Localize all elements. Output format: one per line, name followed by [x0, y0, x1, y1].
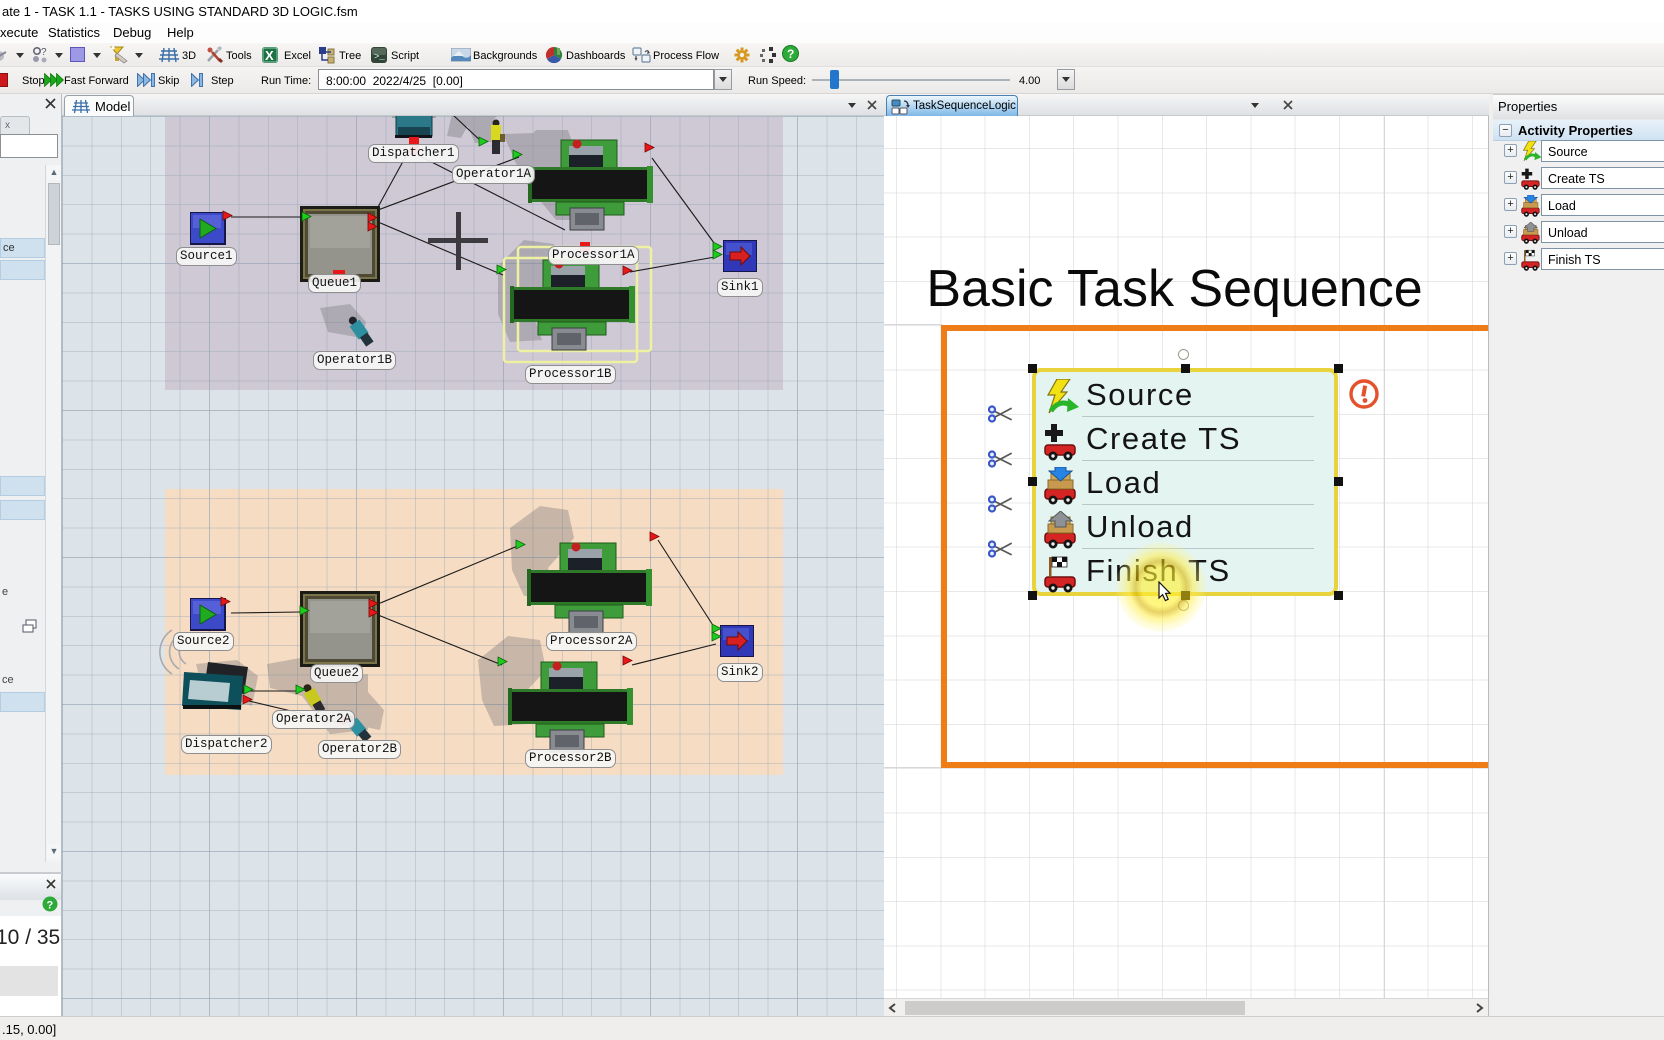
svg-text:X: X: [265, 48, 274, 63]
svg-text:?: ?: [41, 47, 47, 58]
svg-text:?: ?: [787, 47, 794, 61]
svg-text:>_: >_: [374, 52, 385, 62]
svg-text:?: ?: [47, 900, 54, 912]
